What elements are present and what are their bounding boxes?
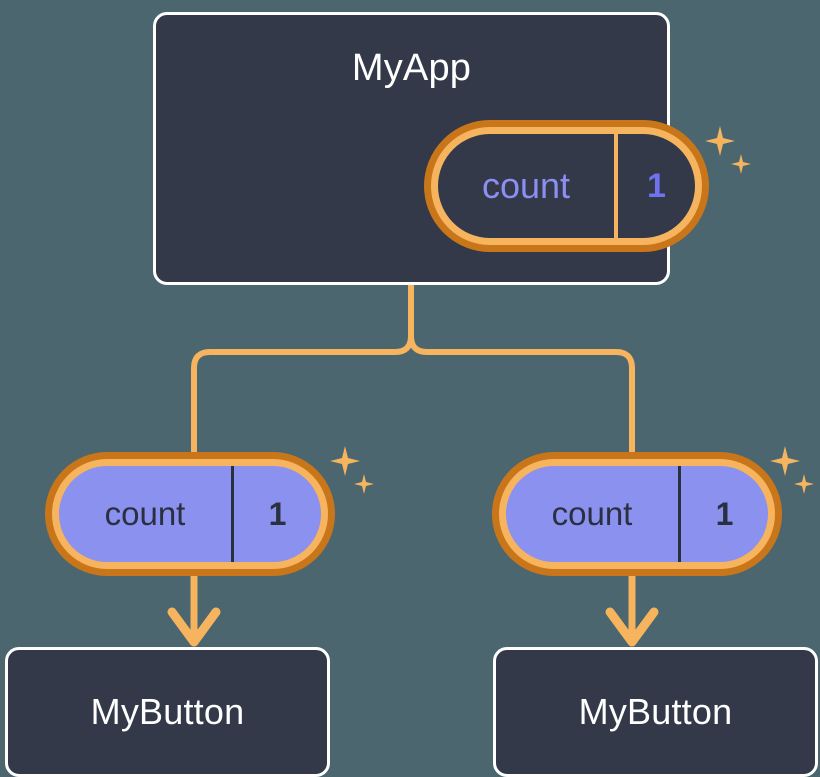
sparkle-small-icon — [731, 154, 751, 174]
component-title-myapp: MyApp — [351, 47, 472, 89]
component-card-mybutton-left[interactable]: MyButton — [5, 647, 330, 777]
state-pill-inner: count 1 — [438, 134, 695, 238]
component-card-myapp[interactable]: MyApp count 1 — [153, 12, 751, 285]
sparkle-large-icon — [770, 446, 800, 476]
arrow-down-icon-left — [167, 572, 221, 647]
state-pill-myapp[interactable]: count 1 — [424, 120, 709, 252]
state-pill-key: count — [481, 165, 571, 206]
prop-pill-value: 1 — [678, 466, 768, 562]
prop-pill-key: count — [551, 495, 633, 532]
component-title-mybutton-left: MyButton — [90, 691, 245, 732]
prop-pill-inner: count 1 — [59, 466, 321, 562]
state-pill-value: 1 — [614, 134, 695, 238]
sparkle-small-icon — [794, 474, 814, 494]
sparkle-large-icon — [330, 446, 360, 476]
prop-pill-right[interactable]: count 1 — [492, 452, 782, 576]
prop-pill-value: 1 — [231, 466, 321, 562]
prop-pill-key: count — [104, 495, 186, 532]
component-title-mybutton-right: MyButton — [578, 691, 733, 732]
arrow-down-icon-right — [605, 572, 659, 647]
component-card-mybutton-right[interactable]: MyButton — [493, 647, 818, 777]
branch-connector-left — [191, 282, 414, 458]
sparkle-small-icon — [354, 474, 374, 494]
prop-pill-inner: count 1 — [506, 466, 768, 562]
sparkle-large-icon — [705, 126, 735, 156]
prop-pill-left[interactable]: count 1 — [45, 452, 335, 576]
branch-connector-right — [408, 282, 635, 458]
